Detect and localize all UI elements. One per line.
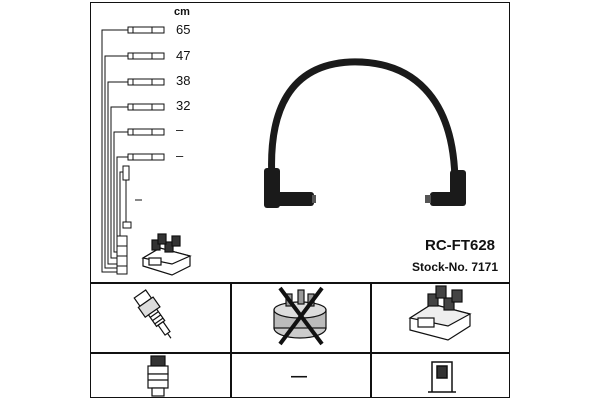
- cable-length-6: –: [176, 148, 184, 163]
- ignition-coil-icon: [408, 285, 472, 341]
- cable-connector-4: [127, 103, 165, 111]
- cable-connector-5: [127, 128, 165, 136]
- cable-connector-6: [127, 153, 165, 161]
- row-divider-lower: [90, 352, 510, 354]
- terminal-plug-icon: [147, 355, 169, 397]
- row-divider: [90, 282, 510, 284]
- cable-connector-2: [127, 52, 165, 60]
- compatibility-dash: —: [291, 368, 307, 385]
- cable-length-3: 38: [176, 73, 191, 88]
- cable-length-1: 65: [176, 22, 191, 37]
- cable-boot-right-icon: [425, 170, 466, 206]
- ignition-cable-illustration: [264, 58, 466, 208]
- column-divider-2: [370, 282, 372, 398]
- cable-connector-1: [127, 26, 165, 34]
- cable-boot-left-icon: [264, 168, 316, 208]
- not-applicable-cross-icon: [278, 286, 324, 346]
- cable-length-2: 47: [176, 48, 191, 63]
- cable-length-4: 32: [176, 98, 191, 113]
- ignition-coil-icon-small: [141, 233, 192, 276]
- cable-length-5: –: [176, 122, 184, 137]
- spark-plug-icon: [133, 289, 172, 339]
- cable-connector-3: [127, 78, 165, 86]
- column-divider-1: [230, 282, 232, 398]
- product-code: RC-FT628: [425, 237, 496, 254]
- stock-number: Stock-No. 7171: [412, 260, 499, 274]
- product-frame: [90, 2, 510, 398]
- terminal-clip-icon: [428, 361, 456, 393]
- cable-harness-diagram: [101, 26, 165, 275]
- unit-label: cm: [174, 6, 190, 18]
